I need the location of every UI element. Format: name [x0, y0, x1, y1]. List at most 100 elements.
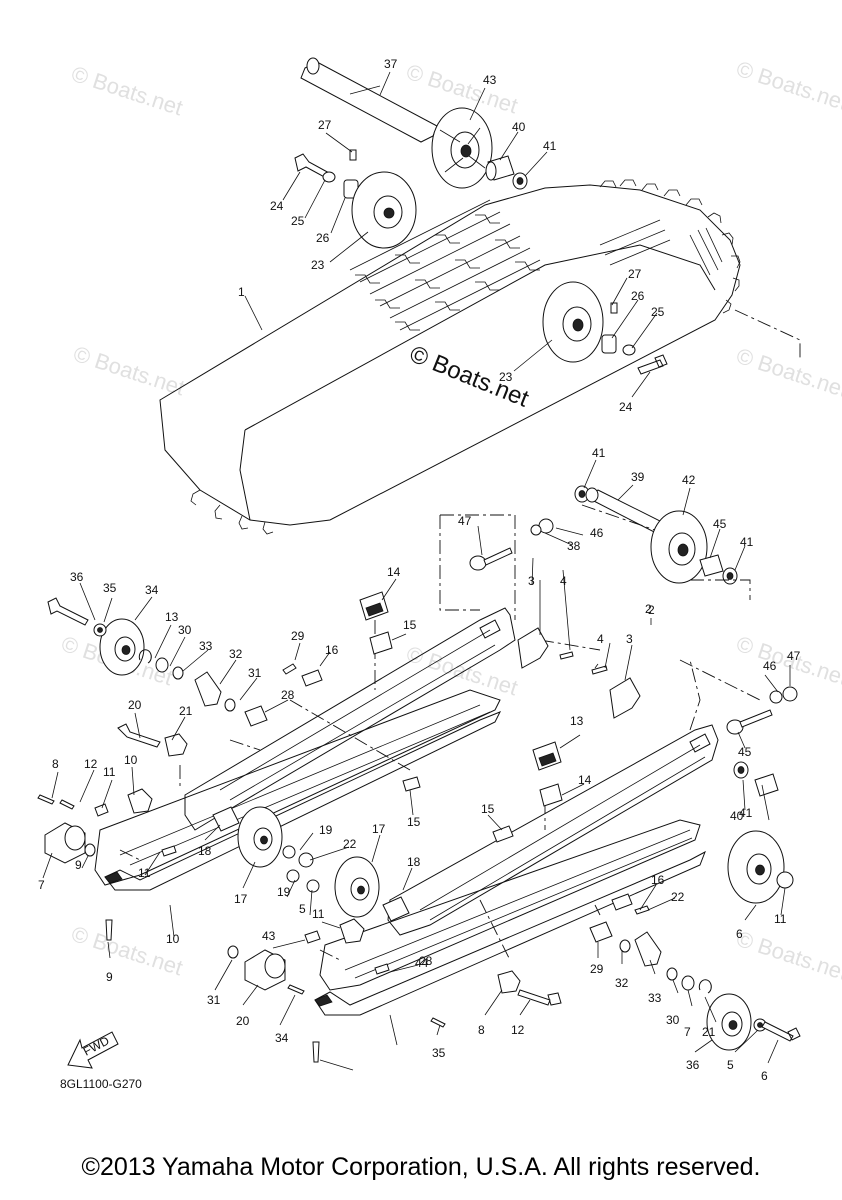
collar-28-lower — [589, 921, 613, 943]
callout-22: 22 — [343, 837, 357, 851]
wheel-34-upper — [99, 618, 145, 676]
fwd-arrow-icon: FWD — [67, 1031, 119, 1069]
callout-25: 25 — [291, 214, 305, 228]
rail-right — [319, 724, 719, 991]
callout-9: 9 — [75, 858, 82, 872]
leader-lines — [42, 71, 791, 1071]
pin-8-upper — [37, 794, 55, 805]
callout-40: 40 — [730, 809, 744, 823]
callout-44: 44 — [415, 956, 429, 970]
bumper-7-lower — [244, 949, 286, 991]
circlip-30-upper — [138, 649, 152, 664]
callout-35: 35 — [103, 581, 117, 595]
collar-38 — [699, 554, 724, 577]
callout-27: 27 — [628, 267, 642, 281]
callout-29: 29 — [590, 962, 604, 976]
nut-44 — [776, 871, 794, 889]
callout-30: 30 — [178, 623, 192, 637]
callout-12: 12 — [84, 757, 98, 771]
callout-15: 15 — [403, 618, 417, 632]
callout-42: 42 — [682, 473, 696, 487]
wheel-17-lower — [334, 856, 380, 918]
collar-40-right — [754, 773, 779, 797]
callout-32: 32 — [229, 647, 243, 661]
callout-36: 36 — [686, 1058, 700, 1072]
center-watermark: © Boats.net — [406, 341, 533, 413]
slider-15-mid — [402, 776, 421, 792]
callout-46: 46 — [590, 526, 604, 540]
callout-14: 14 — [578, 773, 592, 787]
plate-21-lower — [497, 970, 521, 994]
watermark: © Boats.net — [733, 343, 842, 402]
callout-4: 4 — [597, 632, 604, 646]
watermark: © Boats.net — [70, 341, 187, 400]
callout-17: 17 — [372, 822, 386, 836]
callout-13: 13 — [570, 714, 584, 728]
bracket-29-lower — [634, 931, 662, 967]
callout-35: 35 — [432, 1046, 446, 1060]
callout-19: 19 — [319, 823, 333, 837]
collar-40-top — [485, 155, 515, 181]
callout-41: 41 — [543, 139, 557, 153]
screw-27-top — [349, 149, 357, 161]
rail-left-upper — [94, 607, 516, 886]
callout-39: 39 — [631, 470, 645, 484]
bolt-20-lower — [517, 989, 562, 1006]
callout-25: 25 — [651, 305, 665, 319]
callout-34: 34 — [145, 583, 159, 597]
track-belt — [159, 179, 801, 535]
callout-41: 41 — [739, 806, 753, 820]
wheel-42 — [650, 510, 708, 584]
callout-11: 11 — [774, 912, 787, 926]
callout-28: 28 — [419, 954, 433, 968]
washer-19-upper — [282, 845, 296, 859]
callout-12: 12 — [511, 1023, 525, 1037]
callout-5: 5 — [727, 1058, 734, 1072]
washer-33-lower — [681, 975, 695, 991]
callout-11: 11 — [312, 907, 325, 921]
clip-11-upper — [94, 803, 109, 817]
wheel-17-upper — [237, 806, 283, 868]
callout-5: 5 — [299, 902, 306, 916]
wheel-23-top — [351, 171, 417, 249]
callout-8: 8 — [52, 757, 59, 771]
callout-33: 33 — [199, 639, 213, 653]
washer-35-upper — [93, 623, 107, 637]
block-13-upper — [359, 591, 389, 621]
collar-18-upper — [212, 806, 240, 832]
rivet-16-right — [634, 905, 650, 915]
callout-41: 41 — [740, 535, 754, 549]
diagram-code: 8GL1100-G270 — [60, 1077, 142, 1091]
washer-32-upper — [172, 666, 184, 680]
slider-15-upper — [301, 669, 323, 687]
ski-5-lower — [314, 850, 706, 1016]
wheel-23-mid — [542, 281, 604, 363]
callout-16: 16 — [325, 643, 339, 657]
callout-21: 21 — [179, 704, 193, 718]
nut-41-top — [512, 172, 528, 190]
callout-17: 17 — [234, 892, 248, 906]
callout-47: 47 — [458, 514, 472, 528]
callout-31: 31 — [248, 666, 262, 680]
wheel-34-lower — [706, 993, 752, 1051]
circlip-30-lower — [698, 979, 712, 994]
ring-31-upper — [224, 698, 236, 712]
bolt-45-top — [469, 547, 513, 571]
callout-9: 9 — [106, 970, 113, 984]
callout-15: 15 — [481, 802, 495, 816]
callout-43: 43 — [262, 929, 276, 943]
bracket-10-lower — [339, 918, 365, 944]
callout-34: 34 — [275, 1031, 289, 1045]
callout-10: 10 — [124, 753, 138, 767]
callout-18: 18 — [407, 855, 421, 869]
screw-6-upper — [105, 919, 113, 941]
callout-2: 2 — [645, 602, 652, 616]
callout-7: 7 — [38, 878, 45, 892]
callout-31: 31 — [207, 993, 221, 1007]
callout-21: 21 — [702, 1025, 716, 1039]
callout-33: 33 — [648, 991, 662, 1005]
collar-28-upper — [244, 705, 268, 727]
clip-14-right — [539, 783, 563, 807]
